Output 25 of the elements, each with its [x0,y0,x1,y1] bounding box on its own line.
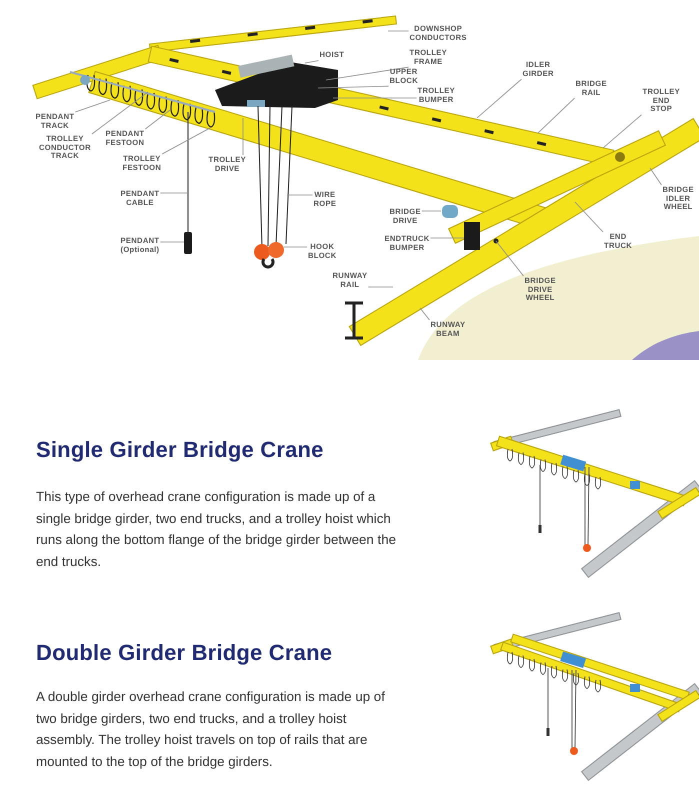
description-paragraph: A double girder overhead crane configuration is made up of two bridge girders, two end trucks, and a trolley hoist assembly. The trolley hoist travels on top of rails that are mounted to the top of the bridge girders. [36,688,386,771]
leader-line [650,168,662,186]
leader-line [162,128,210,154]
leader-line [74,100,110,112]
leader-line [284,246,308,248]
leader-line [326,66,409,80]
leader-line [242,118,244,156]
leader-line [318,86,389,88]
leader-line [420,308,430,320]
leader-line [144,110,170,130]
leader-line [304,60,319,64]
leader-line [368,286,394,288]
leader-line [421,210,442,212]
leader-line [574,202,604,232]
leader-line [160,192,188,194]
leader-line [388,30,409,32]
leader-line [286,194,313,196]
leader-line [496,240,524,276]
leader-line [476,78,522,118]
leader-line [602,114,642,148]
leader-line [538,98,575,134]
section-heading: Double Girder Bridge Crane [36,640,334,666]
section-heading: Single Girder Bridge Crane [36,437,325,463]
leader-line [92,92,148,134]
description-paragraph: This type of overhead crane configuration is made up of a single bridge girder, two end trucks, and a trolley hoist which runs along the bottom flange of the bridge girder between the end trucks. [36,488,397,570]
